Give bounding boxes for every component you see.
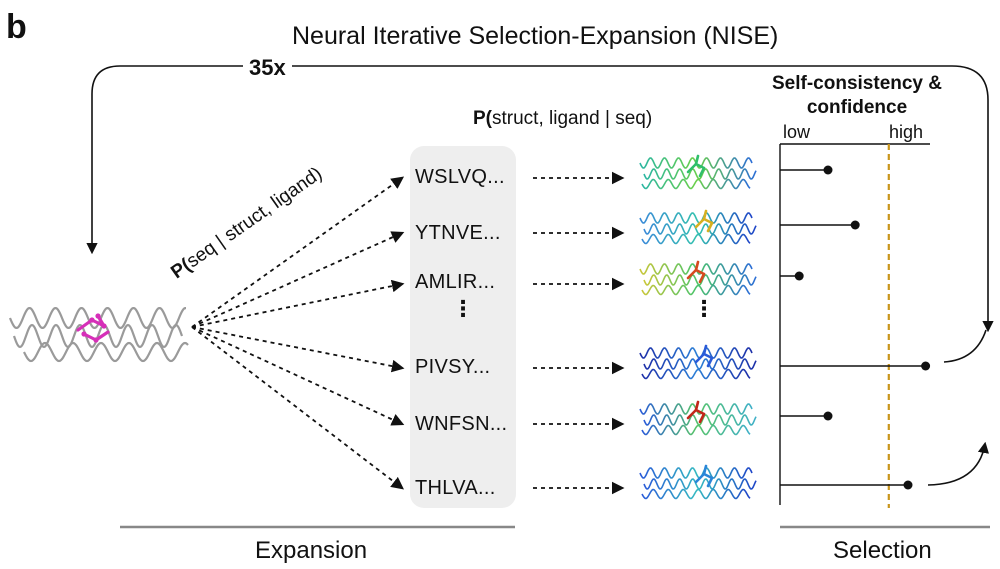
score-lollipops — [780, 165, 931, 490]
seed-ligand-atom-2 — [101, 323, 107, 329]
predicted-structure-icon — [639, 260, 757, 296]
panel-letter: b — [6, 8, 27, 46]
generation-arrows — [191, 176, 405, 490]
axis-high-label: high — [889, 122, 924, 142]
selected-return-arrow-2 — [927, 441, 989, 486]
figure-title: Neural Iterative Selection-Expansion (NI… — [292, 22, 779, 50]
predicted-helix-c — [641, 233, 751, 245]
generation-arrow-1 — [191, 176, 405, 328]
score-dot-1 — [823, 165, 833, 175]
predicted-helix-b — [643, 414, 757, 426]
selected-return-arrow-1 — [943, 329, 987, 363]
predicted-ligand-bond-2 — [702, 217, 714, 225]
predicted-ligand-bond-4 — [694, 400, 700, 412]
predicted-helix-b — [643, 478, 757, 490]
predicted-ligand-bond-2 — [694, 408, 706, 416]
seed-ligand-atom-3 — [93, 337, 99, 343]
predicted-helix-c — [641, 368, 751, 380]
predicted-structures — [639, 154, 757, 500]
predicted-helix-c — [641, 488, 751, 500]
score-dot-2 — [850, 220, 860, 230]
predicted-ligand-bond-3 — [706, 221, 714, 233]
sequence-6: THLVA... — [415, 477, 496, 499]
predicted-ligand-bond-4 — [702, 344, 708, 356]
predicted-ligand-bond-3 — [698, 166, 706, 178]
loop-return-line — [951, 65, 994, 333]
sequence-1: WSLVQ... — [415, 166, 505, 188]
structure-ellipsis: ⋮ — [693, 296, 715, 321]
folding-label-prefix: P( — [473, 108, 492, 129]
predicted-helix-b — [643, 168, 757, 180]
predicted-ligand-bond-4 — [694, 154, 700, 166]
sequence-5: WNFSN... — [415, 413, 508, 435]
predicted-ligand-bond-4 — [702, 464, 708, 476]
predicted-ligand-bond-3 — [706, 356, 714, 368]
predicted-helix-a — [639, 467, 753, 479]
predicted-structure-icon — [639, 464, 757, 500]
predicted-ligand-bond-3 — [698, 412, 706, 424]
predicted-helix-c — [641, 178, 751, 190]
score-dot-3 — [794, 271, 804, 281]
sequence-4: PIVSY... — [415, 356, 491, 378]
predicted-ligand-bond-3 — [698, 272, 706, 284]
generation-arrow-5 — [191, 326, 405, 426]
predicted-structure-icon — [639, 400, 757, 436]
predicted-helix-a — [639, 347, 753, 359]
predicted-ligand-bond-1 — [686, 268, 698, 280]
seed-ligand-atom-4 — [81, 331, 87, 337]
predicted-ligand-bond-3 — [706, 476, 714, 488]
predicted-helix-c — [641, 424, 751, 436]
generation-arrow-3 — [191, 279, 405, 328]
score-dot-6 — [903, 480, 913, 490]
sequence-3: AMLIR... — [415, 271, 496, 293]
predicted-ligand-bond-1 — [694, 217, 706, 229]
sequence-panel — [410, 146, 516, 508]
generation-arrow-4 — [191, 326, 405, 373]
predicted-ligand-bond-2 — [694, 268, 706, 276]
iteration-loop-arrow — [86, 65, 952, 255]
seed-ligand-atom-1 — [89, 317, 95, 323]
sequence-2: YTNVE... — [415, 222, 501, 244]
predicted-ligand-bond-1 — [686, 162, 698, 174]
predicted-ligand-bond-4 — [694, 260, 700, 272]
predicted-structure-icon — [639, 209, 757, 245]
selection-plot — [779, 143, 931, 508]
score-dot-5 — [823, 411, 833, 421]
predicted-ligand-bond-2 — [702, 352, 714, 360]
seed-ligand — [76, 313, 110, 343]
selection-title: Self-consistency & confidence — [772, 73, 942, 118]
predicted-ligand-bond-4 — [702, 209, 708, 221]
folding-arrows — [533, 171, 625, 495]
predicted-ligand-bond-1 — [694, 472, 706, 484]
seed-ligand-bond-1 — [76, 318, 94, 332]
seed-helix-3 — [23, 341, 189, 363]
generation-arrow-6 — [191, 326, 404, 490]
predicted-structure-icon — [639, 344, 757, 380]
predicted-ligand-bond-1 — [686, 408, 698, 420]
predicted-helix-a — [639, 212, 753, 224]
sequence-ellipsis: ⋮ — [452, 296, 474, 321]
generation-arrow-2 — [191, 231, 405, 328]
score-dot-4 — [921, 361, 931, 371]
predicted-ligand-bond-2 — [694, 162, 706, 170]
predicted-ligand-bond-1 — [694, 352, 706, 364]
axis-low-label: low — [783, 122, 811, 142]
iteration-count: 35x — [243, 55, 292, 81]
predicted-helix-c — [641, 284, 751, 296]
folding-label-rest: struct, ligand | seq) — [492, 108, 653, 129]
selection-label: Selection — [833, 537, 932, 564]
expansion-label: Expansion — [255, 537, 368, 564]
predicted-helix-b — [643, 274, 757, 286]
folding-probability-label: P(struct, ligand | seq) — [473, 108, 652, 130]
predicted-helix-b — [643, 358, 757, 370]
predicted-ligand-bond-2 — [702, 472, 714, 480]
predicted-structure-icon — [639, 154, 757, 190]
protein-ligand-complex-icon — [8, 307, 189, 363]
seed-ligand-atom-5 — [95, 313, 101, 319]
predicted-helix-b — [643, 223, 757, 235]
